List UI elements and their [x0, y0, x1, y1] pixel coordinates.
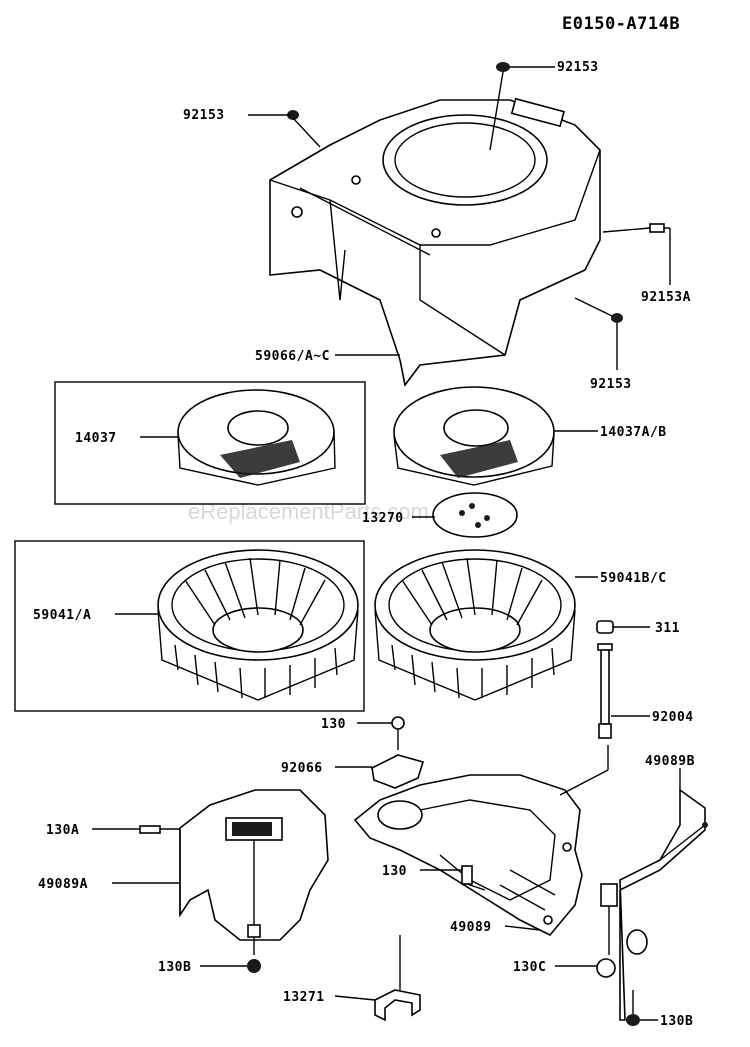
stud-92004[interactable]	[597, 643, 613, 739]
label-130A: 130A	[46, 823, 79, 838]
label-49089A: 49089A	[38, 877, 88, 892]
label-49089B: 49089B	[645, 754, 695, 769]
bolt-92153-left[interactable]	[287, 110, 321, 148]
bracket-13271[interactable]	[374, 935, 421, 1022]
cover-49089B[interactable]	[619, 788, 708, 1021]
label-130-top: 130	[321, 717, 346, 732]
leader-lines	[92, 66, 681, 1021]
flywheel-59041A[interactable]	[157, 549, 359, 701]
flywheel-59041BC[interactable]	[374, 549, 576, 701]
label-14037AB: 14037A/B	[600, 425, 667, 440]
box-14037	[54, 381, 366, 505]
box-59041A	[14, 540, 365, 712]
bolt-130A[interactable]	[139, 825, 180, 834]
diagram-id: E0150-A714B	[562, 14, 680, 34]
label-92066: 92066	[281, 761, 323, 776]
label-311: 311	[655, 621, 680, 636]
label-59066: 59066/A~C	[255, 349, 330, 364]
blower-housing[interactable]	[269, 97, 601, 387]
bolt-130-mid[interactable]	[461, 865, 486, 891]
screen-14037AB[interactable]	[393, 386, 555, 486]
label-130B-left: 130B	[158, 960, 191, 975]
label-92153-left: 92153	[183, 108, 225, 123]
label-13270: 13270	[362, 511, 404, 526]
bolt-92153-mid[interactable]	[574, 297, 623, 323]
label-92004: 92004	[652, 710, 694, 725]
label-92153-mid: 92153	[590, 377, 632, 392]
bolt-130B-left[interactable]	[247, 937, 261, 973]
label-59041A: 59041/A	[33, 608, 91, 623]
label-130B-right: 130B	[660, 1014, 693, 1029]
plate-92066[interactable]	[371, 754, 425, 789]
label-92153-top: 92153	[557, 60, 599, 75]
label-13271: 13271	[283, 990, 325, 1005]
label-49089: 49089	[450, 920, 492, 935]
watermark: eReplacementParts.com	[188, 499, 429, 524]
bracket-130C[interactable]	[596, 883, 618, 978]
bolt-92153A[interactable]	[602, 223, 665, 233]
label-130-mid: 130	[382, 864, 407, 879]
bolt-130B-right[interactable]	[626, 990, 640, 1026]
collar-311[interactable]	[596, 620, 614, 634]
screen-14037[interactable]	[177, 389, 336, 486]
baffle-49089[interactable]	[353, 745, 609, 936]
label-130C: 130C	[513, 960, 546, 975]
label-14037: 14037	[75, 431, 117, 446]
cover-49089A[interactable]	[179, 789, 329, 941]
bolt-92153-top[interactable]	[489, 62, 510, 151]
bolt-130-top[interactable]	[391, 716, 405, 750]
label-92153A: 92153A	[641, 290, 691, 305]
plate-13270[interactable]	[432, 492, 518, 538]
label-59041BC: 59041B/C	[600, 571, 667, 586]
